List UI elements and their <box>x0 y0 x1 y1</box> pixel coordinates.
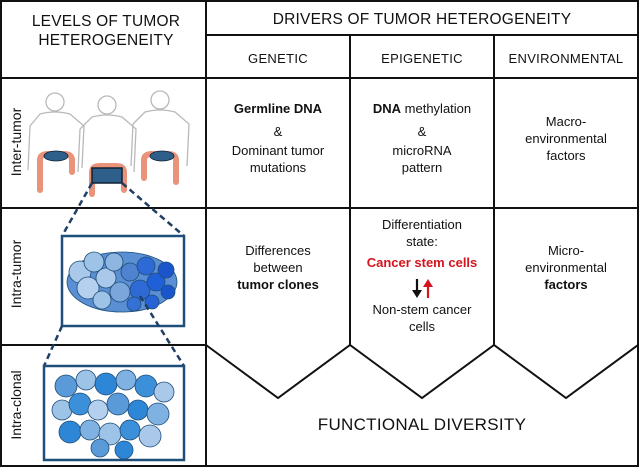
cancer-stem-cells-label: Cancer stem cells <box>366 254 478 270</box>
human-figure-middle-icon <box>77 95 137 173</box>
levels-title-line2: HETEROGENEITY <box>38 32 174 50</box>
clonal-cells-icon <box>51 369 175 460</box>
tumor-right-icon <box>149 150 175 162</box>
micro-factors-line: factors <box>544 276 588 292</box>
methylation-word: methylation <box>404 101 472 116</box>
germline-dna: Germline DNA <box>208 101 348 118</box>
functional-diversity-label: FUNCTIONAL DIVERSITY <box>317 415 527 434</box>
drivers-title: DRIVERS OF TUMOR HETEROGENEITY <box>272 11 572 28</box>
tumor-clones-icon <box>66 251 178 313</box>
macro-factors-line: factors <box>546 147 586 163</box>
row-label-intra-tumor: Intra-tumor <box>8 239 24 309</box>
levels-title: LEVELS OF TUMOR HETEROGENEITY <box>8 12 204 51</box>
mutations-line: mutations <box>249 159 307 175</box>
intra-epigenetic-cell: Differentiation state: Cancer stem cells… <box>352 217 492 335</box>
pattern-line: pattern <box>401 159 443 175</box>
dna-methylation: DNA methylation <box>352 101 492 118</box>
germline-word: Germline <box>233 101 291 116</box>
inter-epigenetic-amp: & <box>417 123 427 139</box>
micro-line: Micro- <box>547 243 585 258</box>
functional-diversity-chevrons <box>205 343 639 400</box>
tumor-middle-highlight-icon <box>91 167 123 184</box>
state-line: state: <box>406 233 438 249</box>
macro-line: Macro- <box>545 114 587 129</box>
row-label-inter-tumor: Inter-tumor <box>8 107 24 177</box>
non-stem-line: Non-stem cancer <box>372 301 472 317</box>
intra-environmental-cell: Micro- environmental factors <box>496 243 636 294</box>
levels-title-line1: LEVELS OF TUMOR <box>31 13 181 30</box>
dna-word: DNA <box>293 101 323 116</box>
inter-environmental-cell: Macro- environmental factors <box>496 114 636 165</box>
zoom-line-left <box>60 182 94 237</box>
down-arrow-icon <box>412 279 422 298</box>
inter-epigenetic-cell: DNA methylation & microRNA pattern <box>352 101 492 177</box>
microrna-line: microRNA <box>392 142 452 158</box>
tumor-clones-line: tumor clones <box>237 276 319 292</box>
zoom-line-clonal-left <box>42 325 64 367</box>
row-label-intra-clonal: Intra-clonal <box>8 370 24 440</box>
intra-genetic-cell: Differences between tumor clones <box>208 243 348 294</box>
zoom-line-clonal-right <box>138 295 186 367</box>
differences-line: Differences <box>245 243 311 258</box>
column-header-epigenetic: EPIGENETIC <box>381 51 463 66</box>
human-figure-right-icon <box>130 90 190 167</box>
up-arrow-icon <box>423 279 433 298</box>
differentiation-line: Differentiation <box>382 217 462 232</box>
dna-bold-word: DNA <box>372 101 402 116</box>
micro-environmental-line: environmental <box>525 259 607 275</box>
cells-line: cells <box>408 318 435 334</box>
macro-environmental-line: environmental <box>525 130 607 146</box>
column-header-genetic: GENETIC <box>248 51 308 66</box>
inter-genetic-amp: & <box>273 123 283 139</box>
inter-genetic-cell: Germline DNA & Dominant tumor mutations <box>208 101 348 177</box>
column-header-environmental: ENVIRONMENTAL <box>508 51 624 66</box>
between-line: between <box>253 259 303 275</box>
dominant-tumor-line: Dominant tumor <box>231 142 325 158</box>
tumor-left-icon <box>43 150 69 162</box>
zoom-line-right <box>121 182 185 237</box>
human-figure-left-icon <box>27 92 85 171</box>
